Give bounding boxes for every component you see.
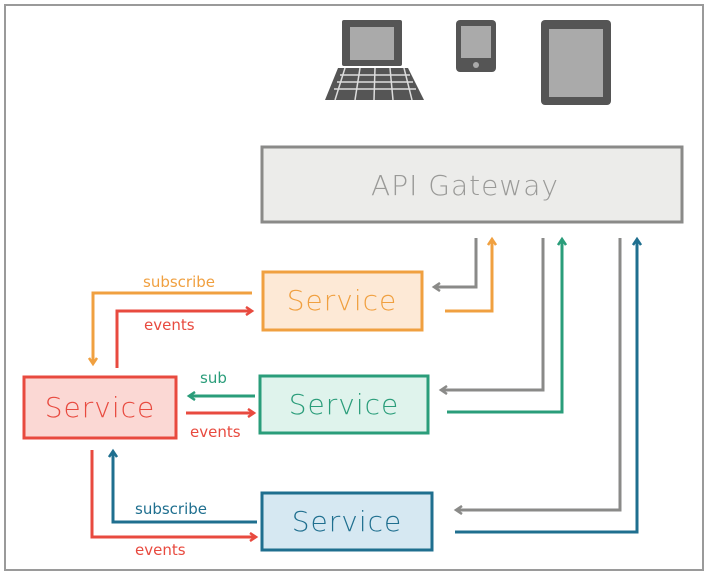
- label-orange-events: events: [144, 316, 195, 334]
- arrow-events-to-blue: [90, 450, 256, 537]
- service-blue: Service: [260, 491, 434, 552]
- laptop-icon: [325, 20, 424, 101]
- phone-icon: [456, 20, 496, 72]
- arrow-orange-to-gateway: [445, 239, 492, 313]
- arrow-gateway-to-orange: [434, 238, 478, 287]
- arrow-gateway-to-green: [441, 238, 545, 390]
- service-green-label: Service: [289, 388, 399, 421]
- arrow-green-to-gateway: [447, 239, 562, 414]
- arrow-orange-subscribe: [93, 291, 252, 364]
- service-red: Service: [22, 375, 178, 440]
- arrow-blue-subscribe: [113, 451, 257, 524]
- arrow-events-to-orange: [115, 311, 252, 368]
- api-gateway-label: API Gateway: [371, 169, 559, 202]
- api-gateway: API Gateway: [260, 145, 684, 224]
- arrow-gateway-to-blue: [456, 238, 622, 510]
- service-orange: Service: [261, 270, 424, 332]
- label-blue-subscribe: subscribe: [135, 500, 207, 518]
- service-green: Service: [258, 374, 430, 435]
- label-blue-events: events: [135, 541, 186, 559]
- service-orange-label: Service: [287, 284, 397, 317]
- label-green-events: events: [190, 423, 241, 441]
- service-red-label: Service: [45, 391, 155, 424]
- arrow-blue-to-gateway: [455, 239, 637, 534]
- tablet-icon: [541, 20, 611, 105]
- label-orange-subscribe: subscribe: [143, 273, 215, 291]
- label-green-sub: sub: [200, 369, 227, 387]
- service-blue-label: Service: [292, 505, 402, 538]
